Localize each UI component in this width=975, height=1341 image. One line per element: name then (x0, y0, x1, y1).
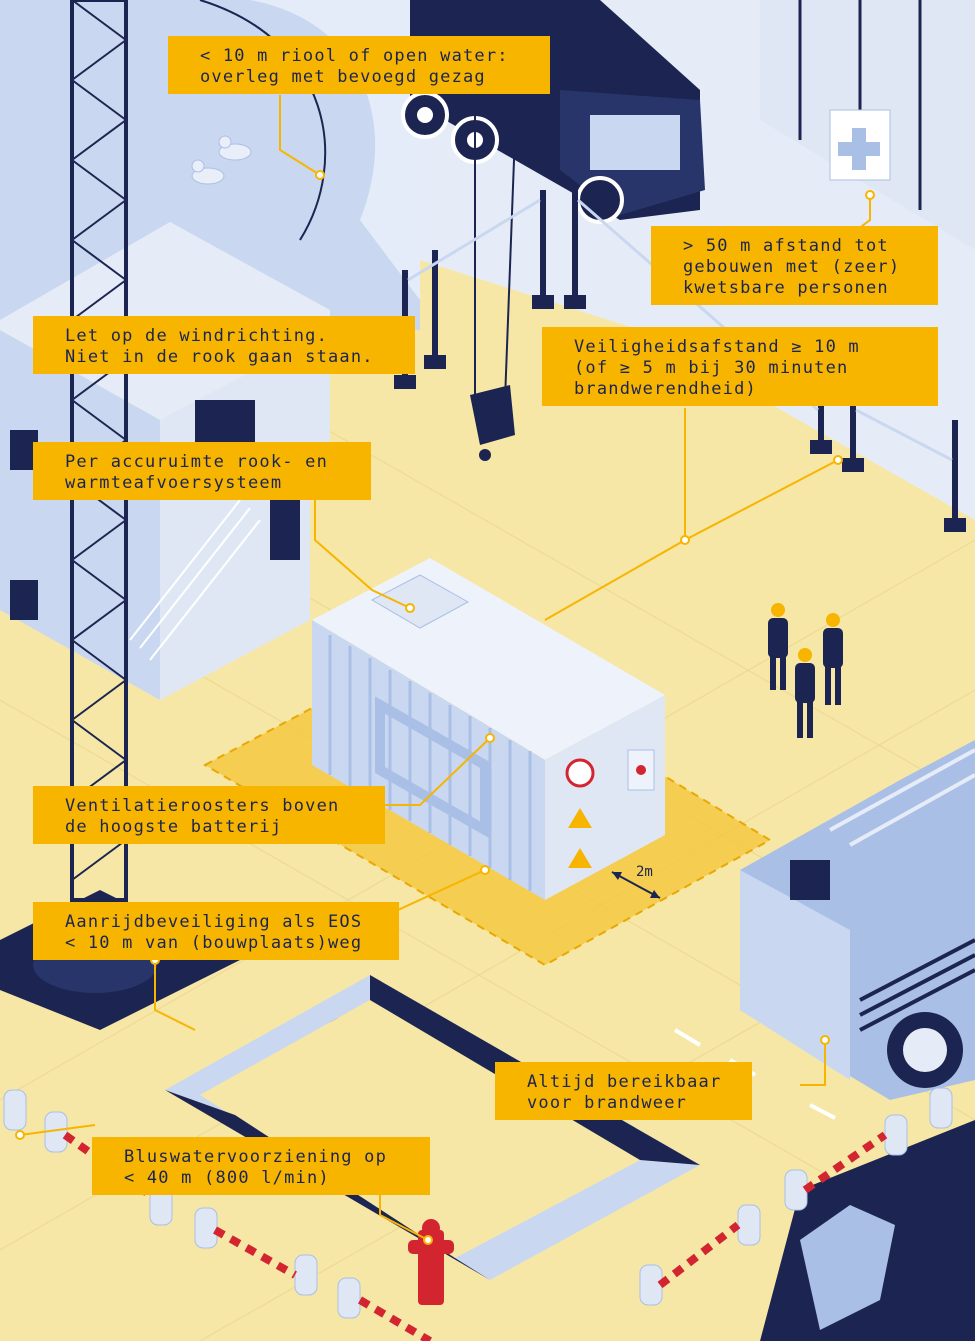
smoke-vent (370, 574, 470, 629)
callout-extinguishing-water-line1: Bluswatervoorziening op (124, 1147, 388, 1167)
van (760, 1120, 975, 1341)
dimension-arrow-head (650, 890, 660, 898)
callout-sewer: < 10 m riool of open water: overleg met … (168, 36, 550, 94)
callout-distance-buildings-line1: > 50 m afstand tot (683, 236, 889, 256)
callout-sewer-line1: < 10 m riool of open water: (200, 46, 509, 66)
emergency-button-icon (636, 765, 646, 775)
callout-collision: Aanrijdbeveiliging als EOS < 10 m van (b… (33, 902, 399, 960)
workers-group (768, 603, 843, 738)
callout-smoke-system-line2: warmteafvoersysteem (65, 473, 283, 493)
callout-ventilation: Ventilatieroosters boven de hoogste batt… (33, 786, 385, 844)
callout-extinguishing-water-line2: < 40 m (800 l/min) (124, 1168, 330, 1188)
callout-safety-distance-line1: Veiligheidsafstand ≥ 10 m (574, 337, 860, 357)
callout-extinguishing-water: Bluswatervoorziening op < 40 m (800 l/mi… (92, 1137, 430, 1195)
callout-safety-distance-line3: brandwerendheid) (574, 379, 757, 399)
crane-hook (470, 385, 515, 445)
callout-fire-access-line2: voor brandweer (527, 1093, 688, 1113)
callout-fire-access: Altijd bereikbaar voor brandweer (495, 1062, 752, 1120)
callout-sewer-line2: overleg met bevoegd gezag (200, 67, 486, 87)
crane-hook-end (479, 449, 491, 461)
dimension-label: 2m (636, 864, 653, 880)
medical-cross-icon (838, 128, 880, 170)
callout-distance-buildings-line3: kwetsbare personen (683, 278, 889, 298)
corrosive-hazard-icon (568, 848, 592, 868)
callout-collision-line1: Aanrijdbeveiliging als EOS (65, 912, 363, 932)
dimension-arrow-head (612, 872, 622, 880)
no-fire-sign-icon (565, 758, 595, 788)
callout-smoke-system: Per accuruimte rook- en warmteafvoersyst… (33, 442, 371, 500)
dimension-arrow (611, 871, 661, 899)
callout-safety-distance-line2: (of ≥ 5 m bij 30 minuten (574, 358, 849, 378)
battery-container (312, 558, 665, 900)
callout-distance-buildings-line2: gebouwen met (zeer) (683, 257, 901, 277)
fire-hydrant-icon (408, 1219, 454, 1305)
callout-distance-buildings: > 50 m afstand tot gebouwen met (zeer) k… (651, 226, 938, 305)
barrier-fence (3, 1087, 953, 1341)
callout-wind: Let op de windrichting. Niet in de rook … (33, 316, 415, 374)
electric-hazard-icon (568, 808, 592, 828)
callout-collision-line2: < 10 m van (bouwplaats)weg (65, 933, 363, 953)
callout-safety-distance: Veiligheidsafstand ≥ 10 m (of ≥ 5 m bij … (542, 327, 938, 406)
callout-ventilation-line1: Ventilatieroosters boven (65, 796, 340, 816)
water-shoreline (199, 0, 327, 241)
control-panel (627, 749, 655, 791)
callout-wind-line1: Let op de windrichting. (65, 326, 329, 346)
callout-fire-access-line1: Altijd bereikbaar (527, 1072, 722, 1092)
callout-wind-line2: Niet in de rook gaan staan. (65, 347, 374, 367)
duck-icon (191, 135, 252, 185)
callout-ventilation-line2: de hoogste batterij (65, 817, 283, 837)
safety-zone-border (202, 638, 772, 967)
callout-smoke-system-line1: Per accuruimte rook- en (65, 452, 329, 472)
battery-icon (375, 696, 490, 839)
fire-truck (740, 740, 975, 1100)
